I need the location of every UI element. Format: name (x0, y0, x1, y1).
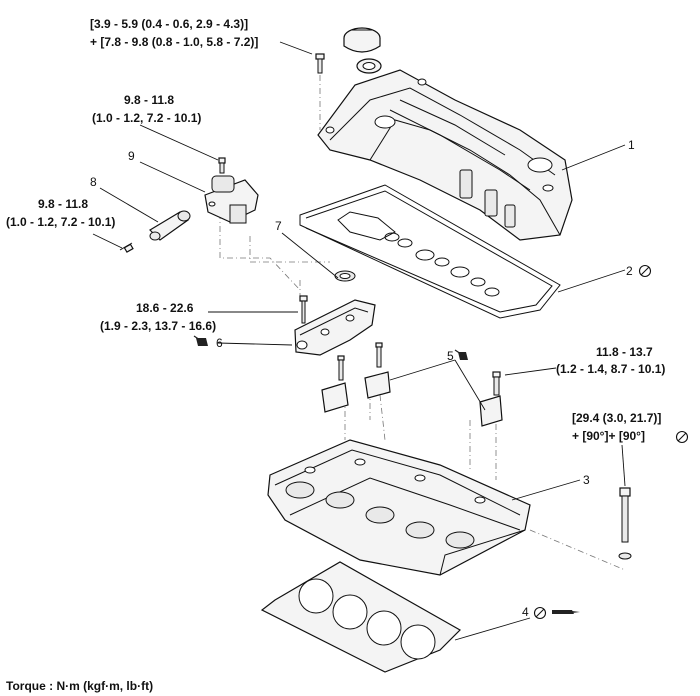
cover-gasket (299, 184, 561, 319)
cover-bolt (315, 53, 325, 74)
torque-label-cover-bolt-2: + [7.8 - 9.8 (0.8 - 1.0, 5.8 - 7.2)] (90, 35, 258, 49)
oil-filler-cap (343, 27, 382, 74)
callout-2: 2 (626, 264, 633, 278)
torque-label-item8-1: 9.8 - 11.8 (38, 197, 88, 211)
torque-label-item5-2: (1.2 - 1.4, 8.7 - 10.1) (556, 362, 665, 376)
camshaft-seal (334, 270, 356, 282)
torque-label-item8-2: (1.0 - 1.2, 7.2 - 10.1) (6, 215, 115, 229)
torque-label-item6-2: (1.9 - 2.3, 13.7 - 16.6) (100, 319, 216, 333)
callout-5: 5 (447, 349, 454, 363)
callout-1: 1 (628, 138, 635, 152)
head-bolt (618, 487, 632, 560)
callout-9: 9 (128, 149, 135, 163)
callout-3: 3 (583, 473, 590, 487)
head-gasket (260, 561, 461, 673)
ocv-adapter (204, 157, 259, 224)
no-reuse-symbol-icon (533, 264, 689, 620)
leader-lines (92, 41, 626, 641)
torque-label-cover-bolt-1: [3.9 - 5.9 (0.4 - 0.6, 2.9 - 4.3)] (90, 17, 248, 31)
callout-6: 6 (216, 336, 223, 350)
front-bearing-cap (294, 295, 376, 356)
torque-label-item9-2: (1.0 - 1.2, 7.2 - 10.1) (92, 111, 201, 125)
torque-labels: [3.9 - 5.9 (0.4 - 0.6, 2.9 - 4.3)] + [7.… (6, 17, 665, 443)
callout-4: 4 (522, 605, 529, 619)
oil-can-icon (193, 335, 468, 360)
torque-label-head-bolt-1: [29.4 (3.0, 21.7)] (572, 411, 661, 425)
torque-label-item9-1: 9.8 - 11.8 (124, 93, 174, 107)
torque-label-item5-1: 11.8 - 13.7 (596, 345, 653, 359)
cylinder-head (267, 439, 531, 576)
torque-label-head-bolt-2: + [90°]+ [90°] (572, 429, 645, 443)
torque-label-item6-1: 18.6 - 22.6 (136, 301, 194, 315)
sealant-tube-icon (552, 610, 580, 614)
callout-8: 8 (90, 175, 97, 189)
callout-numbers: 1 2 3 4 5 6 7 8 9 (90, 138, 635, 619)
callout-7: 7 (275, 219, 282, 233)
cylinder-head-cover (317, 69, 573, 241)
bearing-caps (321, 342, 503, 427)
oil-control-valve (119, 210, 191, 253)
torque-units-note: Torque : N·m (kgf·m, lb·ft) (6, 679, 153, 693)
